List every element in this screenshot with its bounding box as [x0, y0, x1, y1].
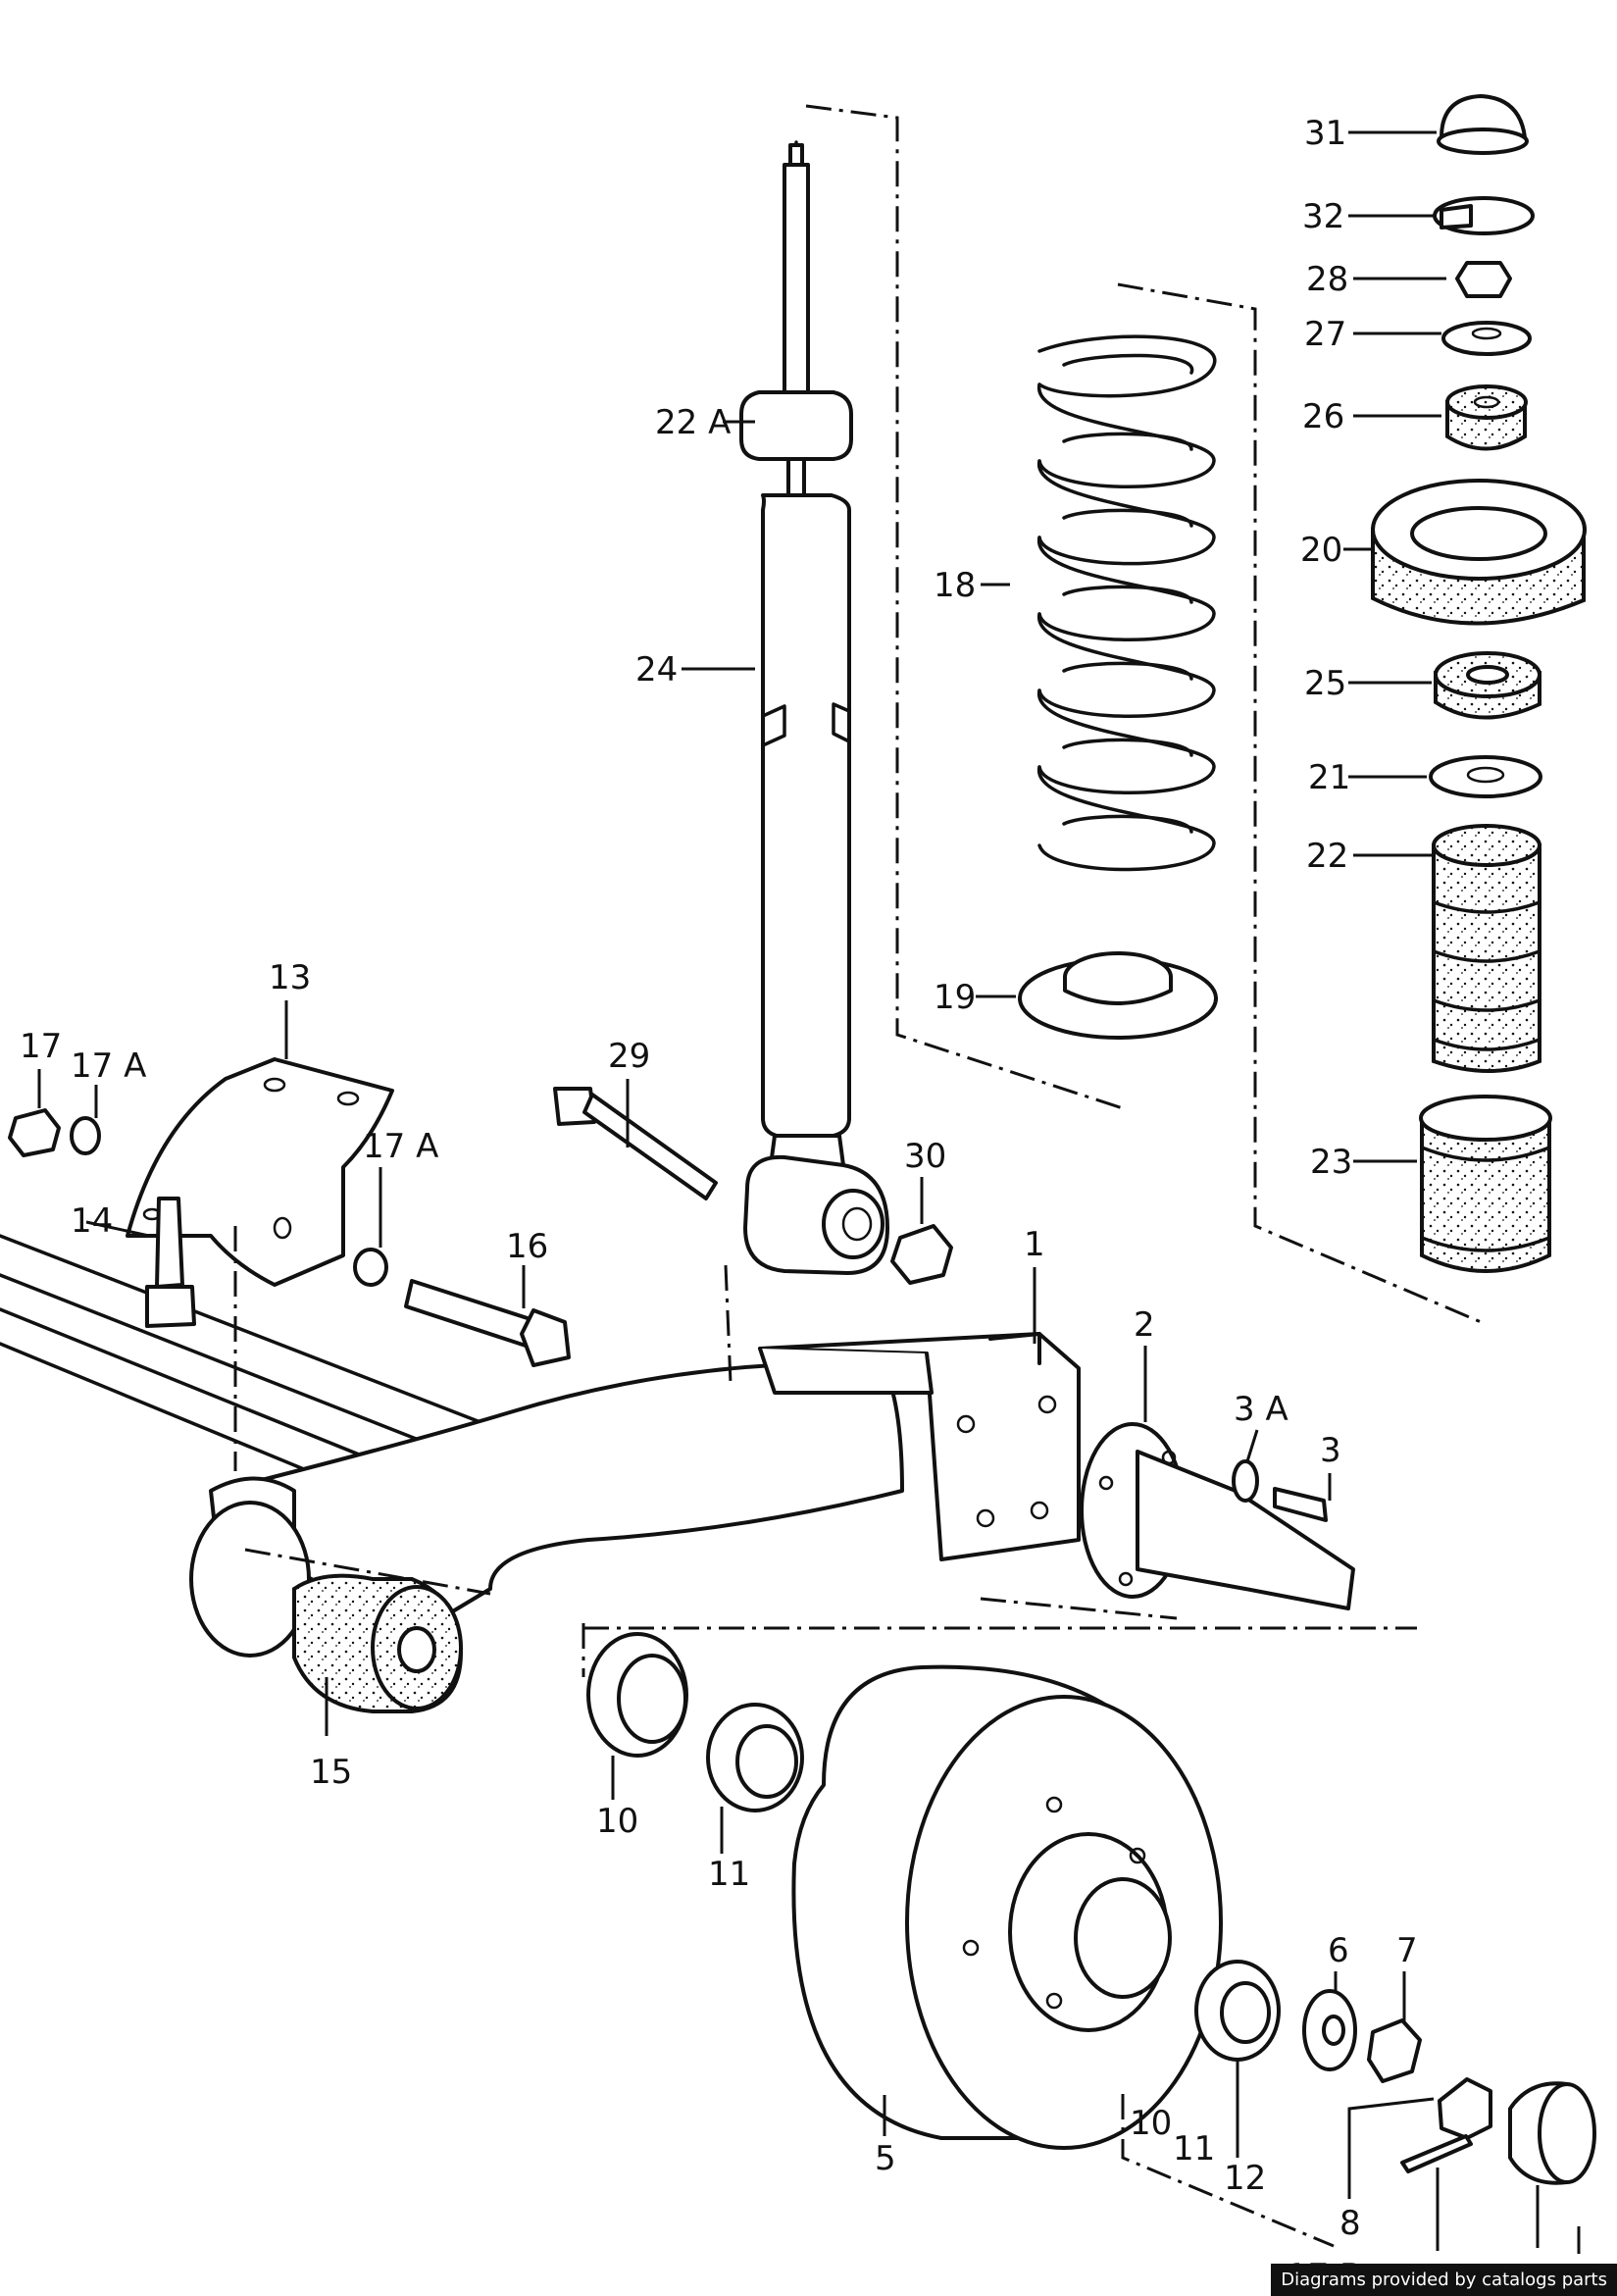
label-21: 21	[1308, 758, 1350, 797]
washer-32	[1433, 196, 1535, 235]
label-20: 20	[1300, 531, 1342, 570]
label-17: 17	[20, 1027, 62, 1066]
nut-7	[1367, 2018, 1422, 2083]
label-10b: 10	[1130, 2104, 1172, 2143]
label-24: 24	[635, 650, 678, 689]
label-29: 29	[608, 1037, 650, 1076]
label-17a-2: 17 A	[363, 1127, 438, 1166]
label-11b: 11	[1173, 2129, 1215, 2168]
label-3a: 3 A	[1234, 1390, 1289, 1429]
stub-axle-2	[1080, 1422, 1355, 1610]
cotter-pin-17b	[1400, 2134, 1473, 2173]
washer-3a	[1232, 1459, 1259, 1503]
label-27: 27	[1304, 315, 1346, 354]
label-30: 30	[904, 1137, 946, 1176]
spring-seat-19	[1018, 951, 1218, 1040]
cap-31	[1437, 94, 1529, 155]
callout-labels: 31 32 28 27 26 20 25 21 22 23 22 A 24 18…	[20, 114, 1418, 2296]
label-18: 18	[934, 566, 976, 605]
label-10: 10	[596, 1802, 638, 1841]
bolt-16	[404, 1279, 571, 1367]
label-1: 1	[1024, 1225, 1045, 1264]
label-25: 25	[1304, 664, 1346, 703]
label-22: 22	[1306, 837, 1348, 876]
label-13: 13	[269, 958, 311, 997]
bearing-11	[706, 1703, 804, 1812]
shock-absorber	[739, 140, 889, 1275]
bushing-26	[1445, 384, 1528, 451]
label-28: 28	[1306, 260, 1348, 299]
label-32: 32	[1302, 197, 1344, 236]
washer-27	[1441, 321, 1532, 356]
label-8: 8	[1339, 2204, 1361, 2243]
leader-lines	[37, 130, 1581, 2254]
label-15: 15	[310, 1753, 352, 1792]
lock-ring-8	[1438, 2077, 1492, 2140]
nut-28	[1455, 261, 1512, 298]
bolt-14	[145, 1197, 196, 1328]
label-14: 14	[71, 1201, 113, 1241]
label-11: 11	[708, 1855, 750, 1894]
bump-stop-22	[1432, 824, 1541, 1073]
label-16: 16	[506, 1227, 548, 1266]
washer-6	[1302, 1989, 1357, 2071]
label-26: 26	[1302, 397, 1344, 436]
washer-17a-2	[353, 1248, 388, 1287]
label-7: 7	[1396, 1931, 1418, 1970]
label-23: 23	[1310, 1143, 1352, 1182]
washer-17a	[70, 1116, 101, 1155]
bolt-29	[553, 1087, 718, 1200]
label-22a: 22 A	[655, 403, 731, 442]
boot-23	[1419, 1095, 1552, 1273]
label-31: 31	[1304, 114, 1346, 153]
label-6: 6	[1328, 1931, 1349, 1970]
credit-banner: Diagrams provided by catalogs parts	[1271, 2264, 1617, 2296]
label-3: 3	[1320, 1431, 1341, 1470]
label-12: 12	[1224, 2159, 1266, 2198]
coil-spring	[1037, 334, 1217, 872]
washer-21	[1429, 755, 1542, 798]
nut-30	[890, 1224, 953, 1285]
label-2: 2	[1134, 1305, 1155, 1345]
bushing-15	[189, 1501, 464, 1713]
bushing-25	[1434, 651, 1541, 720]
bolt-3	[1273, 1487, 1328, 1522]
label-5: 5	[875, 2139, 896, 2178]
seal-10	[586, 1632, 688, 1758]
label-19: 19	[934, 978, 976, 1017]
grease-cap-9	[1508, 2081, 1596, 2185]
rubber-mount-20	[1371, 479, 1587, 626]
brake-drum-5	[791, 1664, 1223, 2150]
bracket-13	[126, 1057, 394, 1287]
nut-17	[8, 1108, 61, 1157]
bearing-12	[1194, 1960, 1281, 2062]
label-17a: 17 A	[71, 1046, 146, 1086]
